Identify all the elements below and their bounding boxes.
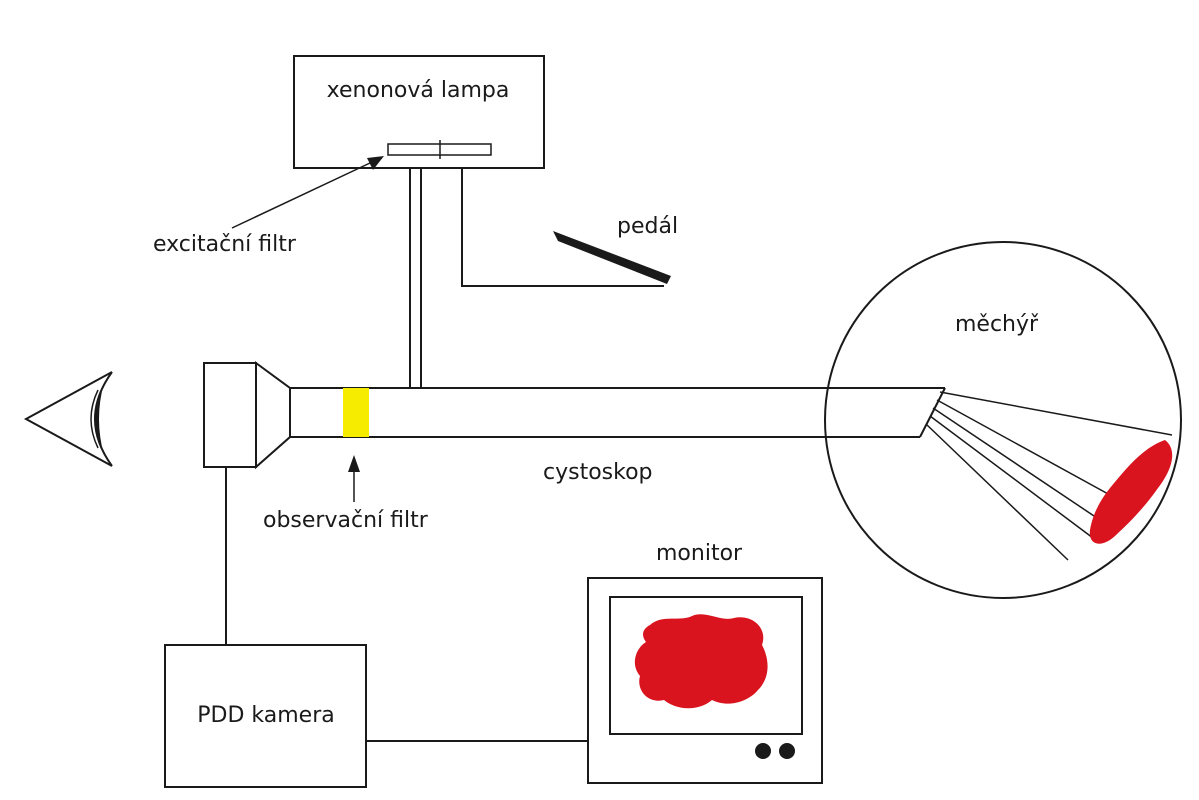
pedal-cable bbox=[461, 168, 664, 287]
xenon-lamp: xenonová lampa bbox=[293, 55, 545, 169]
monitor-button-2 bbox=[779, 743, 795, 759]
bladder-label: měchýř bbox=[955, 312, 1039, 337]
light-cable bbox=[409, 168, 422, 388]
eyepiece-box bbox=[203, 362, 257, 468]
cystoscope-tube bbox=[290, 387, 946, 438]
bladder-lesion bbox=[1089, 440, 1173, 544]
eyepiece bbox=[203, 361, 291, 470]
observation-filter-arrow bbox=[348, 455, 360, 502]
light-rays bbox=[925, 391, 1173, 561]
pedal-icon bbox=[553, 231, 671, 284]
observation-filter bbox=[343, 388, 369, 437]
observation-filter-label: observační filtr bbox=[263, 508, 429, 533]
pdd-camera: PDD kamera bbox=[164, 644, 367, 788]
excitation-filter-arrow bbox=[231, 156, 384, 229]
eyepiece-funnel bbox=[255, 361, 291, 470]
monitor-frame bbox=[587, 577, 823, 784]
monitor bbox=[587, 577, 823, 784]
monitor-label: monitor bbox=[656, 541, 743, 566]
eye-icon bbox=[23, 371, 113, 467]
bladder-circle bbox=[824, 241, 1182, 599]
monitor-lesion bbox=[634, 614, 768, 709]
monitor-button-1 bbox=[755, 743, 771, 759]
cystoscope-label: cystoskop bbox=[543, 460, 653, 485]
pedal-label: pedál bbox=[617, 214, 678, 239]
monitor-screen bbox=[609, 596, 803, 735]
xenon-lamp-label: xenonová lampa bbox=[327, 78, 510, 103]
pdd-camera-label: PDD kamera bbox=[197, 703, 334, 728]
xenon-lamp-box bbox=[293, 55, 545, 169]
pdd-camera-box bbox=[164, 644, 367, 788]
excitation-filter-label: excitační filtr bbox=[153, 232, 297, 257]
